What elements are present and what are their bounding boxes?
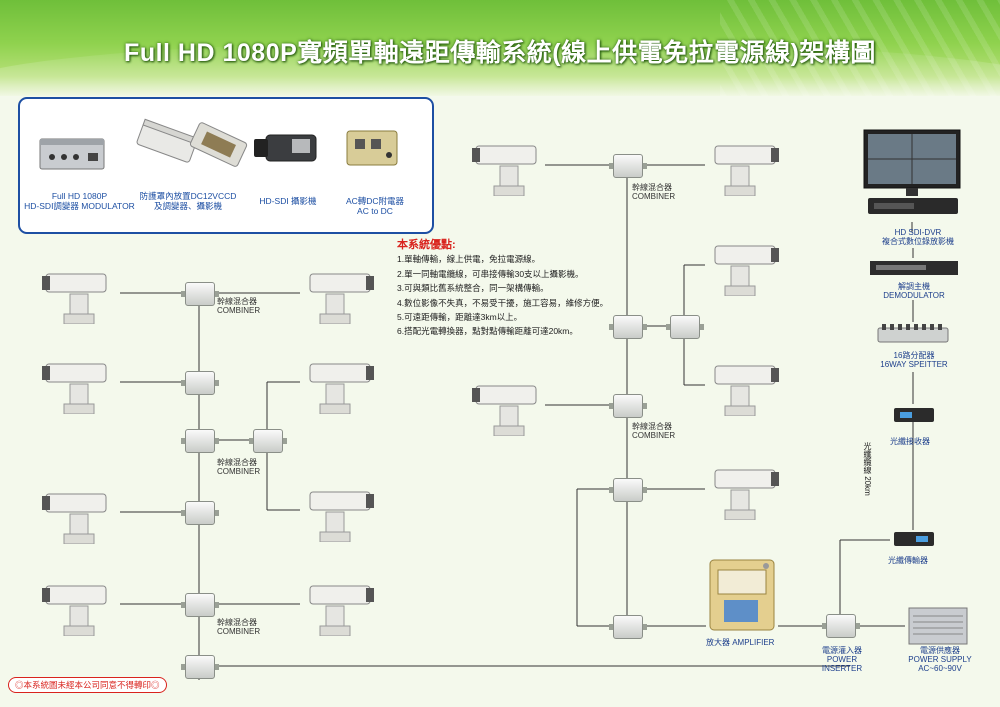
combiner-device xyxy=(666,315,704,339)
fiber-cable-label: 光纖纜線 20km xyxy=(863,442,872,496)
camera-unit-icon xyxy=(309,585,374,636)
ac-dc-adapter-icon xyxy=(346,130,398,166)
power-inserter-label: 電源灌入器 POWER INSERTER xyxy=(821,646,863,673)
legend-camera-label: HD-SDI 攝影機 xyxy=(259,196,317,206)
banner-stripes xyxy=(720,0,1000,96)
amplifier-icon xyxy=(709,559,775,631)
dvr-monitor-icon xyxy=(863,129,961,214)
camera-unit-icon xyxy=(42,585,107,636)
power-supply-label: 電源供應器 POWER SUPPLY AC~60~90V xyxy=(908,646,972,673)
note-item: 6.搭配光電轉換器，點對點傳輸距離可達20km。 xyxy=(397,326,578,337)
modulator-icon xyxy=(39,138,105,170)
note-item: 5.可遠距傳輸，距離達3km以上。 xyxy=(397,312,523,323)
camera-unit-icon xyxy=(714,469,779,520)
hd-sdi-camera-icon xyxy=(254,134,317,162)
page-title: Full HD 1080P寬頻單軸遠距傳輸系統(線上供電免拉電源線)架構圖 xyxy=(124,39,876,67)
dvr-label: HD SDI-DVR 複合式數位錄放影機 xyxy=(882,228,954,246)
camera-unit-icon xyxy=(309,491,374,542)
copyright-note: ◎本系統圖未經本公司同意不得轉印◎ xyxy=(8,677,167,693)
camera-unit-icon xyxy=(309,273,374,324)
camera-housing-icon xyxy=(136,118,248,167)
camera-unit-icon xyxy=(714,245,779,296)
combiner-device xyxy=(181,429,219,453)
fiber-transmitter-label: 光纖傳輸器 xyxy=(888,556,928,565)
combiner-device xyxy=(609,154,647,178)
fiber-receiver-icon xyxy=(894,408,934,422)
power-inserter-device xyxy=(822,614,860,638)
combiner-device xyxy=(181,282,219,306)
fiber-transmitter-icon xyxy=(894,532,934,546)
legend-modulator-label: Full HD 1080P HD-SDI調變器 MODULATOR xyxy=(24,191,135,211)
camera-unit-icon xyxy=(42,493,107,544)
camera-unit-icon xyxy=(42,363,107,414)
combiner-device xyxy=(609,394,647,418)
camera-unit-icon xyxy=(714,365,779,416)
combiner-device xyxy=(249,429,287,453)
header-banner xyxy=(0,0,1000,96)
fiber-receiver-label: 光纖接收器 xyxy=(890,437,930,446)
camera-unit-icon xyxy=(472,145,537,196)
combiner-device xyxy=(609,615,647,639)
demodulator-label: 解調主機 DEMODULATOR xyxy=(883,282,945,300)
combiner-device xyxy=(181,501,219,525)
amplifier-label: 放大器 AMPLIFIER xyxy=(706,638,775,647)
legend-panel: Full HD 1080P HD-SDI調變器 MODULATOR 防護罩內放置… xyxy=(18,97,434,234)
power-supply-icon xyxy=(908,607,968,645)
camera-unit-icon xyxy=(42,273,107,324)
demodulator-icon xyxy=(870,261,958,275)
system-advantages: 本系統優點: 1.單軸傳輸，線上供電，免拉電源線。 2.單一同軸電纜線，可串接傳… xyxy=(397,238,627,339)
legend-housing-label: 防護罩內放置DC12VCCD 及調變器、攝影機 xyxy=(139,191,237,211)
combiner-device xyxy=(181,593,219,617)
banner-wave xyxy=(0,40,1000,96)
camera-unit-icon xyxy=(309,363,374,414)
camera-unit-icon xyxy=(714,145,779,196)
splitter-label: 16路分配器 16WAY SPEITTER xyxy=(880,351,948,369)
legend-adapter-label: AC轉DC附電器 AC to DC xyxy=(345,196,405,216)
combiner-device xyxy=(181,371,219,395)
combiner-device xyxy=(181,655,219,679)
splitter-icon xyxy=(877,324,949,343)
camera-unit-icon xyxy=(472,385,537,436)
combiner-device xyxy=(609,478,647,502)
note-item: 2.單一同軸電纜線，可串接傳輸30支以上攝影機。 xyxy=(397,268,584,279)
combiner-device xyxy=(609,315,647,339)
note-item: 4.數位影像不失真，不易受干擾，施工容易，維修方便。 xyxy=(397,297,609,308)
notes-heading: 本系統優點: xyxy=(397,239,456,251)
note-item: 3.可與類比舊系統整合，同一架構傳輸。 xyxy=(397,283,549,294)
note-item: 1.單軸傳輸，線上供電，免拉電源線。 xyxy=(397,254,541,265)
